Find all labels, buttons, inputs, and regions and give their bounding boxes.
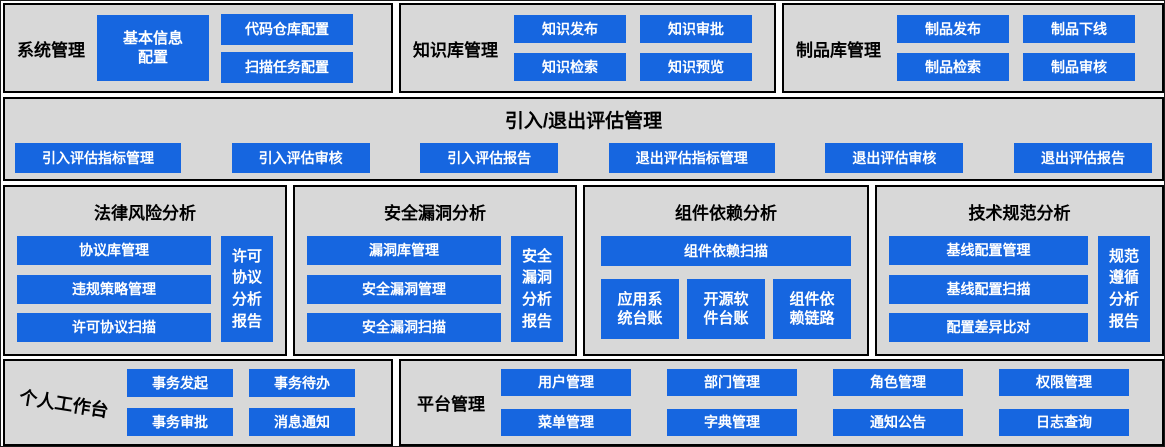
dept-mgmt-button[interactable]: 部门管理 — [667, 369, 797, 396]
app-system-ledger-button[interactable]: 应用系统台账 — [601, 279, 679, 339]
panel-artifact-management: 制品库管理 制品发布 制品下线 制品检索 制品审核 — [782, 3, 1164, 93]
panel-vulnerability-analysis: 安全漏洞分析 漏洞库管理 安全漏洞管理 安全漏洞扫描 安全漏洞分析报告 — [293, 185, 577, 356]
knowledge-preview-button[interactable]: 知识预览 — [640, 53, 752, 81]
system-button-column: 代码仓库配置 扫描任务配置 — [221, 13, 353, 83]
oss-ledger-button[interactable]: 开源软件台账 — [687, 279, 765, 339]
artifact-button-grid: 制品发布 制品下线 制品检索 制品审核 — [897, 15, 1135, 81]
code-repo-config-button[interactable]: 代码仓库配置 — [221, 13, 353, 45]
legal-panel-title: 法律风险分析 — [94, 204, 196, 223]
basic-info-config-button[interactable]: 基本信息配置 — [97, 15, 209, 81]
menu-mgmt-button[interactable]: 菜单管理 — [501, 409, 631, 436]
legal-panel-body: 协议库管理 违规策略管理 许可协议扫描 许可协议分析报告 — [17, 236, 273, 342]
vuln-library-button[interactable]: 漏洞库管理 — [307, 236, 501, 265]
panel-legal-risk-analysis: 法律风险分析 协议库管理 违规策略管理 许可协议扫描 许可协议分析报告 — [3, 185, 287, 356]
role-mgmt-button[interactable]: 角色管理 — [833, 369, 963, 396]
panel-evaluation-management: 引入/退出评估管理 引入评估指标管理 引入评估审核 引入评估报告 退出评估指标管… — [3, 97, 1164, 181]
message-notification-button[interactable]: 消息通知 — [249, 408, 355, 436]
notice-button[interactable]: 通知公告 — [833, 409, 963, 436]
panel-dependency-analysis: 组件依赖分析 组件依赖扫描 应用系统台账 开源软件台账 组件依赖链路 — [583, 185, 869, 356]
config-diff-compare-button[interactable]: 配置差异比对 — [889, 313, 1088, 342]
platform-panel-title: 平台管理 — [417, 395, 485, 414]
dependency-button-row: 应用系统台账 开源软件台账 组件依赖链路 — [601, 279, 851, 339]
evaluation-button-row: 引入评估指标管理 引入评估审核 引入评估报告 退出评估指标管理 退出评估审核 退… — [15, 143, 1152, 173]
vuln-panel-title: 安全漏洞分析 — [384, 204, 486, 223]
vuln-panel-body: 漏洞库管理 安全漏洞管理 安全漏洞扫描 安全漏洞分析报告 — [307, 236, 563, 342]
system-panel-title: 系统管理 — [17, 40, 85, 60]
artifact-publish-button[interactable]: 制品发布 — [897, 15, 1009, 43]
license-analysis-report-button[interactable]: 许可协议分析报告 — [221, 236, 273, 342]
protocol-library-button[interactable]: 协议库管理 — [17, 236, 211, 265]
task-approve-button[interactable]: 事务审批 — [127, 408, 233, 436]
vuln-management-button[interactable]: 安全漏洞管理 — [307, 274, 501, 304]
baseline-config-mgmt-button[interactable]: 基线配置管理 — [889, 236, 1088, 265]
dict-mgmt-button[interactable]: 字典管理 — [667, 409, 797, 436]
knowledge-approval-button[interactable]: 知识审批 — [640, 15, 752, 43]
panel-platform-management: 平台管理 用户管理 部门管理 角色管理 权限管理 菜单管理 字典管理 通知公告 … — [399, 359, 1164, 446]
spec-compliance-report-button[interactable]: 规范遵循分析报告 — [1098, 236, 1150, 342]
permission-mgmt-button[interactable]: 权限管理 — [999, 369, 1129, 396]
import-eval-metrics-button[interactable]: 引入评估指标管理 — [15, 143, 181, 173]
spec-button-stack: 基线配置管理 基线配置扫描 配置差异比对 — [889, 236, 1088, 342]
panel-system-management: 系统管理 基本信息配置 代码仓库配置 扫描任务配置 — [3, 3, 393, 93]
vuln-scan-button[interactable]: 安全漏洞扫描 — [307, 313, 501, 342]
workspace-button-grid: 事务发起 事务待办 事务审批 消息通知 — [127, 369, 355, 436]
knowledge-button-grid: 知识发布 知识审批 知识检索 知识预览 — [514, 15, 752, 81]
spec-panel-body: 基线配置管理 基线配置扫描 配置差异比对 规范遵循分析报告 — [889, 236, 1150, 342]
panel-spec-analysis: 技术规范分析 基线配置管理 基线配置扫描 配置差异比对 规范遵循分析报告 — [875, 185, 1164, 356]
exit-eval-review-button[interactable]: 退出评估审核 — [825, 143, 964, 173]
platform-button-grid: 用户管理 部门管理 角色管理 权限管理 菜单管理 字典管理 通知公告 日志查询 — [501, 369, 1129, 436]
knowledge-search-button[interactable]: 知识检索 — [514, 53, 626, 81]
task-initiate-button[interactable]: 事务发起 — [127, 369, 233, 397]
vuln-analysis-report-button[interactable]: 安全漏洞分析报告 — [511, 236, 563, 342]
spec-panel-title: 技术规范分析 — [968, 204, 1071, 223]
evaluation-panel-title: 引入/退出评估管理 — [504, 111, 663, 132]
legal-button-stack: 协议库管理 违规策略管理 许可协议扫描 — [17, 236, 211, 342]
import-eval-report-button[interactable]: 引入评估报告 — [420, 143, 559, 173]
user-mgmt-button[interactable]: 用户管理 — [501, 369, 631, 396]
knowledge-panel-title: 知识库管理 — [413, 40, 498, 60]
dependency-panel-title: 组件依赖分析 — [675, 204, 777, 223]
workspace-panel-title: 个人工作台 — [17, 386, 110, 421]
log-query-button[interactable]: 日志查询 — [999, 409, 1129, 436]
baseline-config-scan-button[interactable]: 基线配置扫描 — [889, 274, 1088, 304]
dependency-chain-button[interactable]: 组件依赖链路 — [773, 279, 851, 339]
dependency-scan-button[interactable]: 组件依赖扫描 — [601, 236, 851, 266]
violation-policy-button[interactable]: 违规策略管理 — [17, 274, 211, 304]
knowledge-publish-button[interactable]: 知识发布 — [514, 15, 626, 43]
artifact-panel-title: 制品库管理 — [796, 40, 881, 60]
artifact-review-button[interactable]: 制品审核 — [1023, 53, 1135, 81]
vuln-button-stack: 漏洞库管理 安全漏洞管理 安全漏洞扫描 — [307, 236, 501, 342]
scan-task-config-button[interactable]: 扫描任务配置 — [221, 51, 353, 83]
exit-eval-metrics-button[interactable]: 退出评估指标管理 — [608, 143, 775, 173]
panel-personal-workspace: 个人工作台 事务发起 事务待办 事务审批 消息通知 — [3, 359, 393, 446]
artifact-offline-button[interactable]: 制品下线 — [1023, 15, 1135, 43]
license-scan-button[interactable]: 许可协议扫描 — [17, 313, 211, 342]
task-todo-button[interactable]: 事务待办 — [249, 369, 355, 397]
exit-eval-report-button[interactable]: 退出评估报告 — [1013, 143, 1152, 173]
panel-knowledge-management: 知识库管理 知识发布 知识审批 知识检索 知识预览 — [399, 3, 776, 93]
import-eval-review-button[interactable]: 引入评估审核 — [231, 143, 370, 173]
artifact-search-button[interactable]: 制品检索 — [897, 53, 1009, 81]
